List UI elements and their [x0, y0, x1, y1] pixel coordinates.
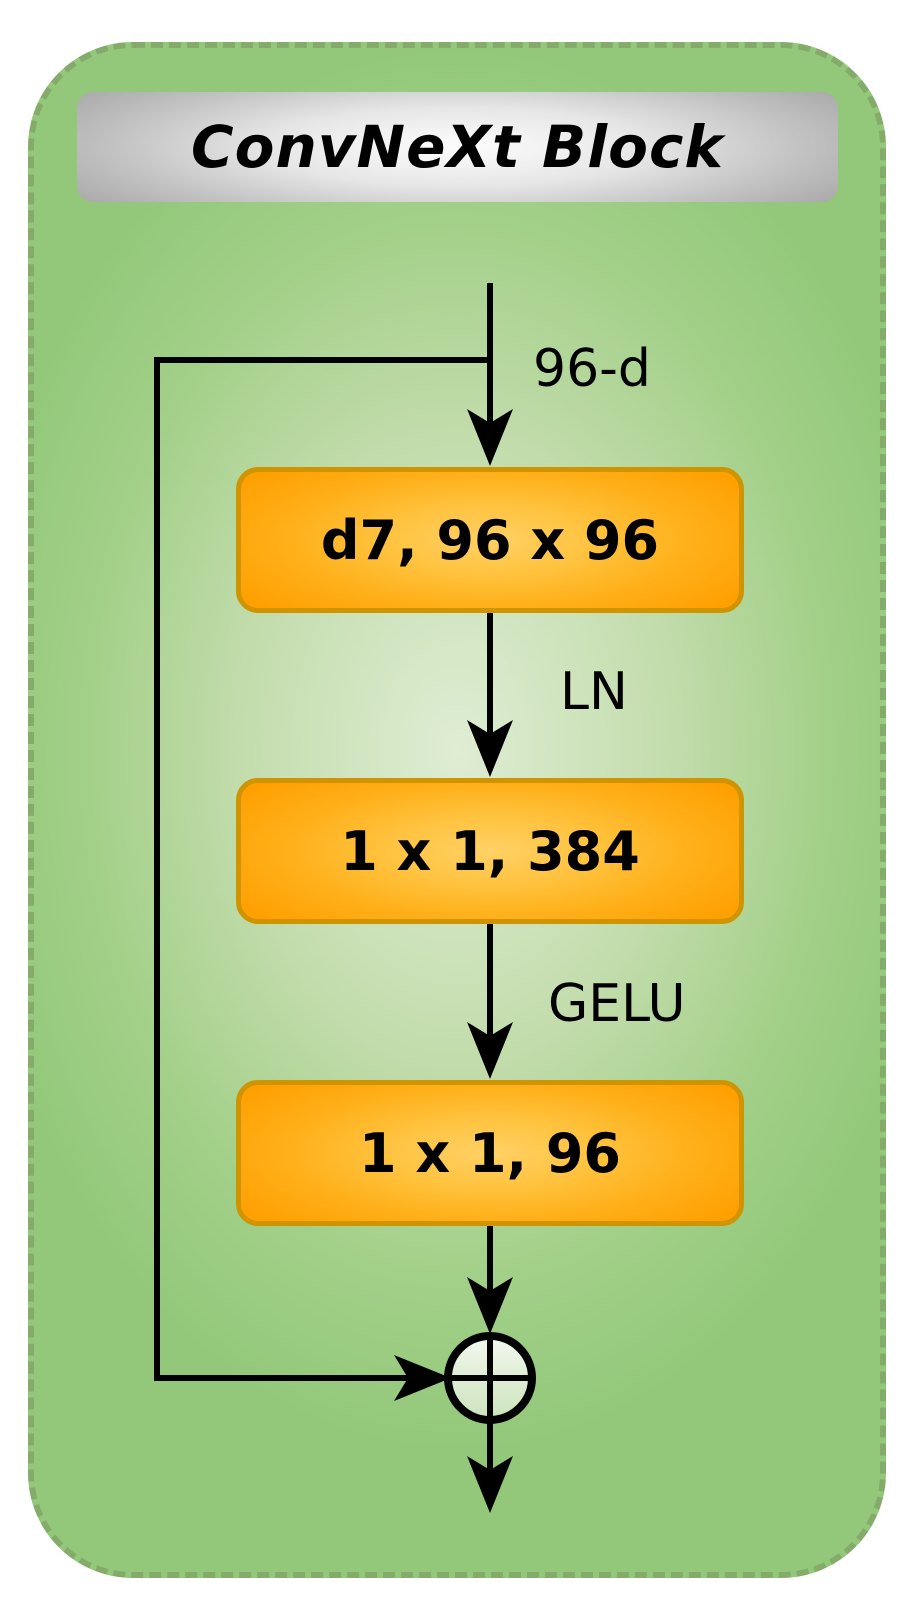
arrowhead-down-icon: [467, 1456, 513, 1513]
input-dimension-label: 96-d: [533, 339, 651, 399]
diagram-title: ConvNeXt Block: [191, 113, 724, 181]
node-pointwise-conv-reduce: 1 x 1, 96: [236, 1080, 744, 1226]
node-label: 1 x 1, 96: [358, 1121, 622, 1185]
node-depthwise-conv: d7, 96 x 96: [236, 467, 744, 613]
node-pointwise-conv-expand: 1 x 1, 384: [236, 778, 744, 924]
diagram-title-bar: ConvNeXt Block: [77, 92, 838, 202]
gelu-label: GELU: [548, 974, 686, 1034]
arrowhead-right-icon: [394, 1355, 451, 1401]
arrowhead-down-icon: [467, 1277, 513, 1334]
arrowhead-down-icon: [467, 1022, 513, 1079]
layernorm-label: LN: [560, 662, 628, 722]
arrowhead-down-icon: [467, 720, 513, 777]
node-label: d7, 96 x 96: [320, 508, 660, 572]
node-label: 1 x 1, 384: [340, 819, 640, 883]
arrowhead-down-icon: [467, 409, 513, 466]
